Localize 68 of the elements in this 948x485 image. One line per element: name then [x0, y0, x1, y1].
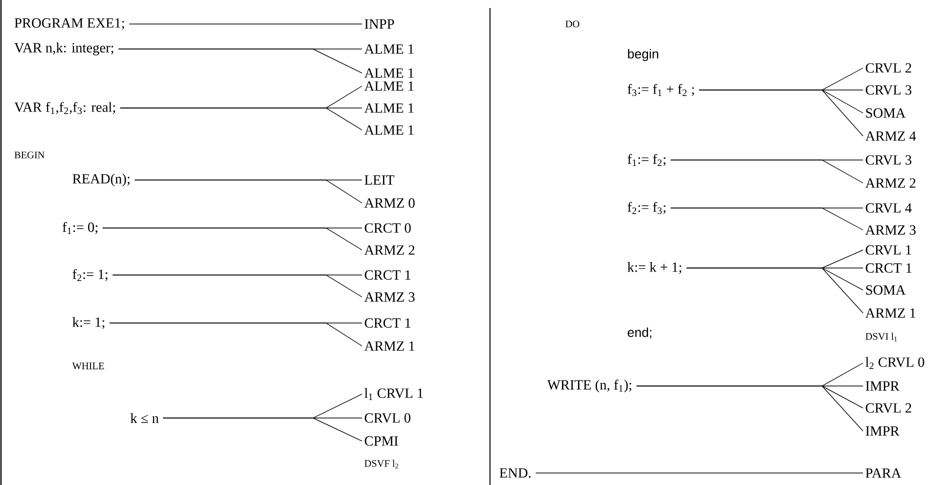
- connector-line: [118, 48, 362, 74]
- code-statement: k:= k + 1;: [627, 262, 682, 274]
- code-statement: VAR f$_{1}$,f$_{2}$,f$_{3}$: real;: [14, 102, 115, 114]
- instruction-text: PARA: [866, 468, 902, 478]
- keyword-text: BEGIN: [14, 152, 45, 158]
- instruction-text: CRVL 4: [866, 203, 912, 213]
- connector-line: [670, 208, 864, 230]
- connector-line: [109, 322, 362, 346]
- code-statement: k ≤ n: [130, 413, 159, 423]
- instruction-text: INPP: [364, 19, 394, 29]
- instruction-text: CRVL 3: [866, 85, 912, 95]
- instruction-text: IMPR: [866, 426, 900, 436]
- keyword-text: begin: [628, 48, 658, 62]
- code-statement: VAR n,k: integer;: [14, 42, 114, 56]
- connector-line: [112, 274, 362, 298]
- instruction-text: ARMZ 2: [865, 178, 916, 188]
- instruction-text: l$_{1}$ CRVL 1: [364, 388, 423, 400]
- code-statement: f$_{3}$:= f$_{1}$ + f$_{2}$ ;: [628, 84, 694, 96]
- connector-line: [686, 268, 864, 314]
- instruction-text: ARMZ 1: [364, 341, 414, 351]
- instruction-text: CRCT 1: [364, 318, 410, 328]
- instruction-text: CRVL 1: [866, 245, 912, 255]
- connector-line: [636, 386, 864, 432]
- instruction-text: CRCT 1: [364, 270, 410, 280]
- instruction-text: ARMZ 0: [364, 198, 415, 208]
- code-statement: END.: [500, 468, 531, 478]
- instruction-text: IMPR: [866, 381, 900, 391]
- keyword-text: DO: [566, 20, 580, 28]
- instruction-text: CRCT 1: [866, 263, 912, 273]
- code-statement: k:= 1;: [72, 317, 104, 329]
- instruction-text: CRVL 0: [364, 413, 410, 423]
- code-statement: f$_{2}$:= 1;: [72, 269, 108, 282]
- instruction-text: SOMA: [866, 285, 906, 295]
- instruction-text: ARMZ 3: [865, 225, 916, 235]
- instruction-text: ALME 1: [364, 68, 414, 78]
- instruction-text: ALME 1: [364, 125, 414, 135]
- connector-line: [120, 108, 362, 130]
- code-statement: PROGRAM EXE1;: [14, 18, 124, 30]
- code-statement: f$_{1}$:= 0;: [62, 222, 98, 234]
- instruction-text: l$_{2}$ CRVL 0: [866, 357, 924, 369]
- instruction-text: ARMZ 2: [364, 245, 414, 255]
- instruction-text: LEIT: [364, 175, 394, 185]
- instruction-text: ALME 1: [364, 81, 414, 91]
- keyword-text: DSVF l$_{2}$: [364, 460, 398, 468]
- instruction-text: ARMZ 3: [364, 292, 415, 302]
- instruction-text: ARMZ 1: [865, 308, 916, 318]
- code-statement: READ(n);: [72, 174, 130, 186]
- keyword-text: DSVI l$_{1}$: [866, 332, 897, 342]
- code-statement: f$_{2}$:= f$_{3}$;: [628, 202, 666, 214]
- connector-line: [162, 418, 362, 442]
- instruction-text: SOMA: [866, 108, 906, 118]
- instruction-text: CRVL 3: [866, 155, 912, 165]
- keyword-text: end;: [628, 327, 652, 339]
- instruction-text: CPMI: [364, 436, 398, 446]
- connector-line: [535, 472, 864, 474]
- connector-line: [134, 180, 362, 204]
- instruction-text: ARMZ 4: [865, 131, 916, 141]
- keyword-text: WHILE: [72, 362, 104, 370]
- code-statement: WRITE (n, f$_{1}$);: [547, 380, 632, 392]
- code-statement: f$_{1}$:= f$_{2}$;: [628, 154, 666, 166]
- instruction-text: ALME 1: [364, 44, 414, 54]
- instruction-text: CRVL 2: [866, 403, 912, 413]
- connector-line: [670, 160, 864, 184]
- instruction-text: CRCT 0: [364, 223, 411, 233]
- connector-line: [102, 228, 362, 250]
- instruction-text: CRVL 2: [866, 63, 912, 73]
- instruction-text: ALME 1: [364, 103, 414, 113]
- connector-line: [698, 90, 864, 136]
